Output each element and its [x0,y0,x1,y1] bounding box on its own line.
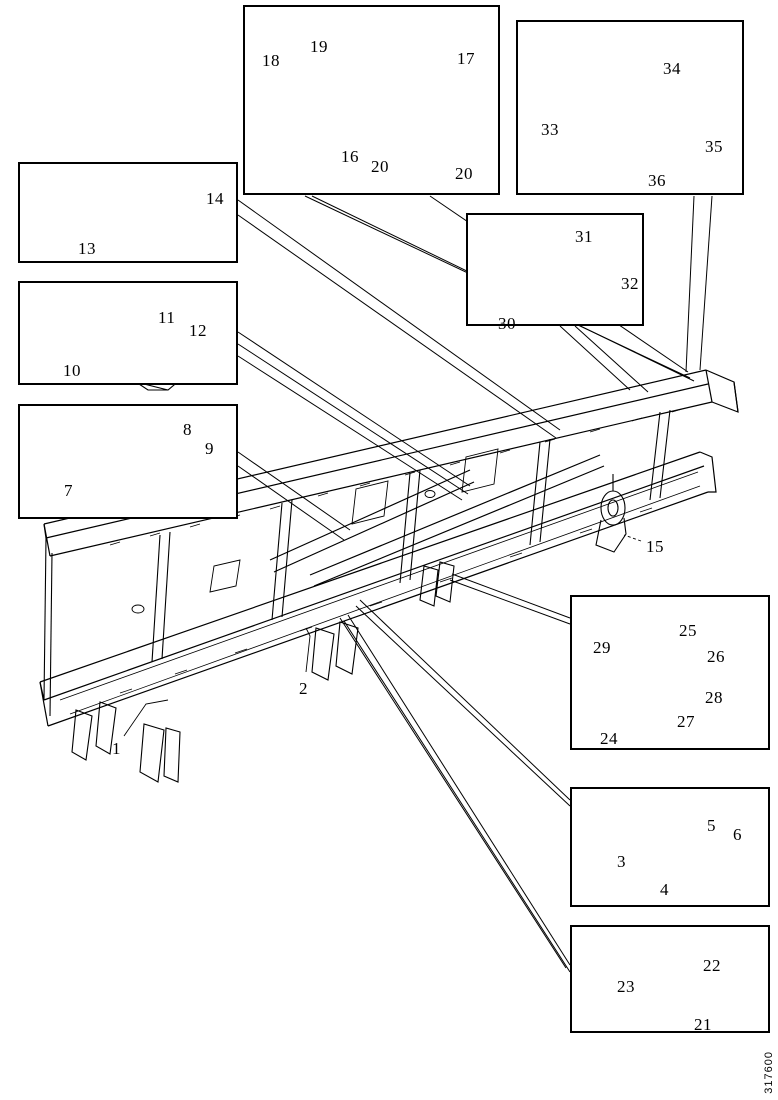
detail-box-30-32 [466,213,644,326]
callout-number: 22 [703,956,721,975]
callout-number: 32 [621,274,639,293]
callout-number: 29 [593,638,611,657]
callout-number: 5 [707,816,716,835]
detail-box-7-9 [18,404,238,519]
callout-number: 14 [206,189,224,208]
callout-number: 11 [158,308,176,327]
callout-number: 9 [205,439,214,458]
callout-number: 2 [299,679,308,698]
callout-number: 35 [705,137,723,156]
callout-number: 20 [371,157,389,176]
callout-number: 4 [660,880,669,899]
callout-number: 13 [78,239,96,258]
detail-box-33-36 [516,20,744,195]
callout-number: 26 [707,647,725,666]
callout-number: 1 [112,739,121,758]
callout-number: 28 [705,688,723,707]
callout-number: 19 [310,37,328,56]
detail-box-10-12 [18,281,238,385]
callout-number: 23 [617,977,635,996]
callout-number: 27 [677,712,695,731]
callout-number: 17 [457,49,475,68]
callout-number: 24 [600,729,618,748]
callout-number: 8 [183,420,192,439]
callout-number: 16 [341,147,359,166]
callout-number: 7 [64,481,73,500]
callout-number: 18 [262,51,280,70]
frame-spring-hangers [72,562,454,782]
callout-number: 36 [648,171,666,190]
callout-number: 12 [189,321,207,340]
detail-box-13-14 [18,162,238,263]
drawing-code: 317600 [763,1051,775,1094]
callout-number: 21 [694,1015,712,1034]
callout-number: 30 [498,314,516,333]
callout-number: 10 [63,361,81,380]
callout-leaders-main [124,535,641,736]
frame-pivot-boss [596,474,626,552]
callout-number: 25 [679,621,697,640]
callout-number: 31 [575,227,593,246]
callout-number: 15 [646,537,664,556]
callout-number: 3 [617,852,626,871]
callout-number: 6 [733,825,742,844]
callout-number: 20 [455,164,473,183]
detail-box-21-23 [570,925,770,1033]
detail-box-16-20 [243,5,500,195]
detail-box-24-29 [570,595,770,750]
detail-box-3-6 [570,787,770,907]
frame-diagonal-brace [270,455,604,586]
callout-number: 34 [663,59,681,78]
callout-number: 33 [541,120,559,139]
